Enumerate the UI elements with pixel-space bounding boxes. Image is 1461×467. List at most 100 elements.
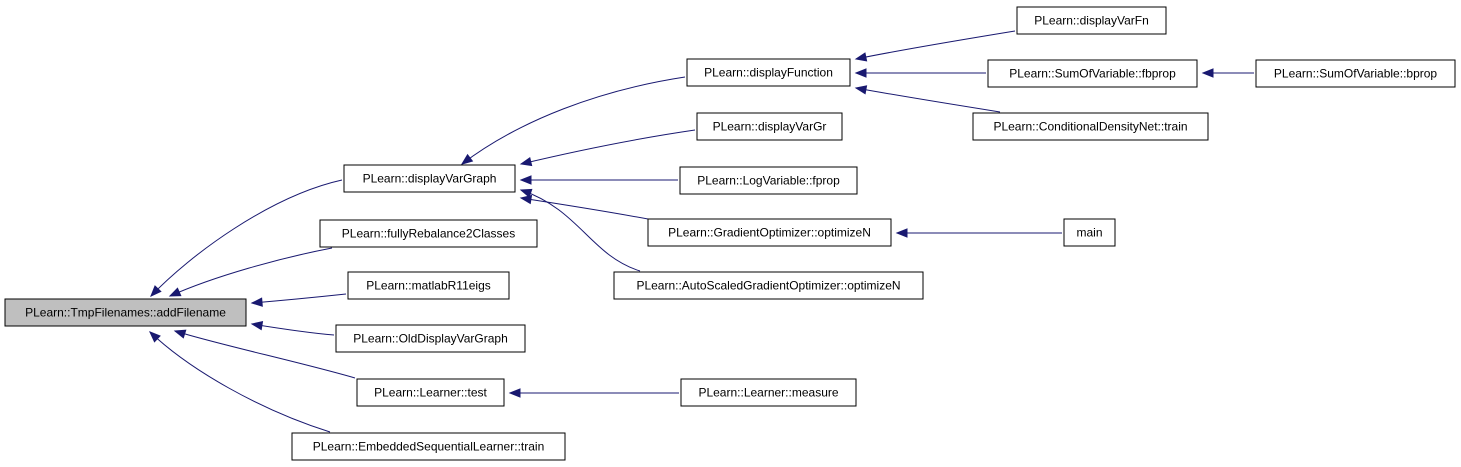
caller-node-SOV_bprop[interactable]: PLearn::SumOfVariable::bprop [1255,59,1456,88]
call-edge-ASGO_optimizeN-to-displayVarGraph [519,188,641,272]
caller-node-Learner_test[interactable]: PLearn::Learner::test [356,378,505,407]
arrowhead-icon [519,194,533,205]
edge-line [855,87,1001,113]
node-box [987,59,1198,88]
node-box [1063,218,1116,247]
node-box [1255,59,1456,88]
node-box [613,271,924,300]
caller-node-displayVarFn[interactable]: PLearn::displayVarFn [1016,6,1167,35]
arrowhead-icon [895,228,908,238]
arrowhead-icon [150,285,162,297]
node-box [679,166,858,195]
arrowhead-icon [519,188,533,198]
arrowhead-icon [173,329,187,339]
caller-node-displayFunction[interactable]: PLearn::displayFunction [686,58,851,87]
call-edge-fullyRebalance2Classes-to-addFilename [168,247,333,297]
arrowhead-icon [168,287,182,297]
node-box [356,378,505,407]
edge-line [461,76,686,165]
node-label: PLearn::LogVariable::fprop [697,174,840,188]
edge-line [174,330,356,379]
call-edge-OldDisplayVarGraph-to-addFilename [250,320,335,336]
node-box [343,164,516,193]
arrowhead-icon [854,68,867,78]
caller-node-CDN_train[interactable]: PLearn::ConditionalDensityNet::train [972,112,1209,141]
call-edge-Learner_test-to-addFilename [173,329,356,379]
call-edge-displayVarFn-to-displayFunction [854,30,1016,62]
arrowhead-icon [149,331,161,343]
node-label: PLearn::displayFunction [704,66,833,80]
call-edge-SOV_bprop-to-SOV_fbprop [1201,68,1254,78]
caller-node-SOV_fbprop[interactable]: PLearn::SumOfVariable::fbprop [987,59,1198,88]
current-function-node: PLearn::TmpFilenames::addFilename [4,298,247,327]
caller-nodes: PLearn::TmpFilenames::addFilenamePLearn:… [4,6,1456,461]
call-edge-matlabR11eigs-to-addFilename [250,293,347,307]
call-edge-displayVarGr-to-displayVarGraph [519,129,696,167]
node-label: PLearn::displayVarGr [713,120,827,134]
caller-node-Learner_measure[interactable]: PLearn::Learner::measure [680,378,857,407]
caller-node-LogVariable_fprop[interactable]: PLearn::LogVariable::fprop [679,166,858,195]
node-box [686,58,851,87]
caller-node-main[interactable]: main [1063,218,1116,247]
node-box [972,112,1209,141]
node-label: PLearn::Learner::measure [698,386,838,400]
edge-line [855,30,1016,60]
node-label: PLearn::SumOfVariable::bprop [1274,67,1438,81]
node-label: PLearn::OldDisplayVarGraph [353,332,508,346]
node-label: PLearn::GradientOptimizer::optimizeN [668,226,871,240]
node-label: PLearn::ConditionalDensityNet::train [993,120,1187,134]
arrowhead-icon [854,52,868,62]
arrowhead-icon [460,153,474,165]
edge-line [150,179,343,297]
edge-line [251,293,347,304]
node-label: PLearn::matlabR11eigs [366,279,491,293]
caller-node-displayVarGraph[interactable]: PLearn::displayVarGraph [343,164,516,193]
call-edge-LogVariable_fprop-to-displayVarGraph [519,175,678,185]
arrowhead-icon [1201,68,1214,78]
node-label: PLearn::AutoScaledGradientOptimizer::opt… [636,279,900,293]
caller-node-matlabR11eigs[interactable]: PLearn::matlabR11eigs [347,271,510,300]
node-box [347,271,510,300]
node-label: PLearn::EmbeddedSequentialLearner::train [313,440,545,454]
node-label: PLearn::SumOfVariable::fbprop [1009,67,1176,81]
node-box [291,432,566,461]
node-label: PLearn::Learner::test [374,386,487,400]
edge-line [520,129,696,165]
caller-node-displayVarGr[interactable]: PLearn::displayVarGr [696,112,843,141]
node-label: main [1076,226,1102,240]
node-box [4,298,247,327]
arrowhead-icon [519,175,532,185]
caller-node-ESL_train[interactable]: PLearn::EmbeddedSequentialLearner::train [291,432,566,461]
edge-line [520,189,641,272]
arrowhead-icon [854,85,868,95]
edge-line [149,331,331,433]
arrowhead-icon [250,297,263,307]
node-label: PLearn::fullyRebalance2Classes [342,227,515,241]
edge-line [520,197,649,220]
call-edge-Learner_measure-to-Learner_test [508,388,679,398]
arrowhead-icon [519,156,533,167]
node-label: PLearn::displayVarFn [1034,14,1149,28]
node-label: PLearn::displayVarGraph [363,172,497,186]
node-label: PLearn::TmpFilenames::addFilename [25,306,226,320]
arrowhead-icon [250,320,264,331]
node-box [680,378,857,407]
call-edge-ESL_train-to-addFilename [149,331,331,433]
edge-line [169,247,333,297]
caller-node-ASGO_optimizeN[interactable]: PLearn::AutoScaledGradientOptimizer::opt… [613,271,924,300]
node-box [319,219,538,248]
arrowhead-icon [508,388,521,398]
node-box [696,112,843,141]
caller-node-OldDisplayVarGraph[interactable]: PLearn::OldDisplayVarGraph [335,324,526,353]
node-box [335,324,526,353]
node-box [1016,6,1167,35]
caller-node-GO_optimizeN[interactable]: PLearn::GradientOptimizer::optimizeN [647,218,892,247]
call-edge-main-to-GO_optimizeN [895,228,1062,238]
call-edge-SOV_fbprop-to-displayFunction [854,68,986,78]
call-edge-GO_optimizeN-to-displayVarGraph [519,194,649,220]
caller-node-fullyRebalance2Classes[interactable]: PLearn::fullyRebalance2Classes [319,219,538,248]
call-edge-CDN_train-to-displayFunction [854,85,1001,113]
call-edge-displayFunction-to-displayVarGraph [460,76,686,165]
call-edge-displayVarGraph-to-addFilename [150,179,343,297]
